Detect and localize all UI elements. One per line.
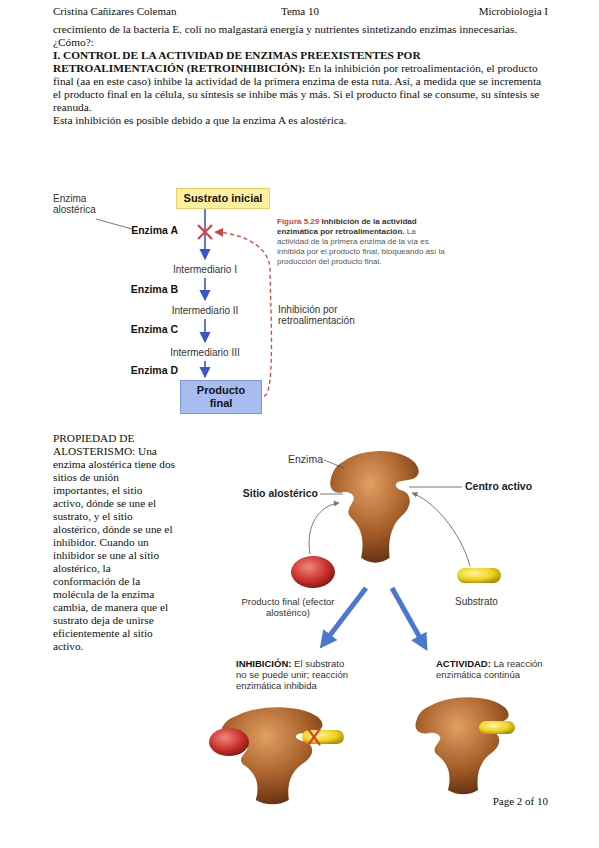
intermediate-label: Intermediario II xyxy=(145,305,265,317)
inhibition-cross xyxy=(198,225,212,239)
figure-caption: Figura 5.29 Inhibición de la actividad e… xyxy=(277,217,447,267)
substrate-molecule xyxy=(479,721,515,734)
leader-line xyxy=(409,487,462,488)
body-paragraph: ¿Cómo?: xyxy=(53,36,550,49)
property-heading: PROPIEDAD DE ALOSTERISMO: xyxy=(53,432,135,457)
enzyme-label: Enzima D xyxy=(118,364,178,376)
body-paragraph: crecimiento de la bacteria E. coli no ma… xyxy=(53,23,550,36)
body-sentence: Una enzima alostérica tiene dos sitios d… xyxy=(53,445,175,652)
part-label: Centro activo xyxy=(465,481,532,492)
effector-molecule xyxy=(209,728,249,756)
leader-line xyxy=(324,460,344,468)
header-subject: Microbiologia I xyxy=(479,5,548,18)
state-heading: ACTIVIDAD: xyxy=(436,658,491,669)
enzyme-shape xyxy=(416,697,509,794)
header-author: Cristina Cañizares Coleman xyxy=(53,5,176,18)
pathway-arrow xyxy=(204,361,206,377)
inhibition-cross xyxy=(308,729,320,745)
page-number: Page 2 of 10 xyxy=(493,795,548,808)
substrate-molecule xyxy=(302,730,344,744)
body-paragraph: Esta inhibición es posible debido a que … xyxy=(53,114,550,127)
outcome-arrow xyxy=(392,588,424,645)
inhibition-cross xyxy=(308,729,320,745)
state-note: INHIBICIÓN: El substrato no se puede uni… xyxy=(236,658,350,691)
part-label: Enzima xyxy=(288,454,323,465)
body-paragraph: I. CONTROL DE LA ACTIVIDAD DE ENZIMAS PR… xyxy=(53,49,550,114)
side-paragraph: PROPIEDAD DE ALOSTERISMO: Una enzima alo… xyxy=(53,432,175,653)
leader-line xyxy=(96,219,132,229)
effector-molecule xyxy=(291,556,335,588)
pathway-arrow xyxy=(204,278,206,300)
intermediate-label: Intermediario I xyxy=(145,264,265,276)
body-text: crecimiento de la bacteria E. coli no ma… xyxy=(53,23,550,127)
process-box: Sustrato inicial xyxy=(176,188,271,209)
part-label: Sitio alostérico xyxy=(228,488,318,499)
box-label: Sustrato inicial xyxy=(184,192,263,205)
header-topic: Tema 10 xyxy=(250,5,350,18)
enzyme-label: Enzima A xyxy=(118,224,178,236)
enzyme-label: Enzima C xyxy=(118,323,178,335)
state-heading: INHIBICIÓN: xyxy=(236,658,291,669)
arrow-label: Inhibición por retroalimentación xyxy=(278,304,370,326)
enzyme-shape xyxy=(220,707,322,804)
part-label: Enzima alostérica xyxy=(53,193,109,215)
pointer-arrow xyxy=(412,493,470,566)
pointer-arrow xyxy=(309,503,339,554)
leader-line xyxy=(320,494,343,495)
intermediate-label: Intermediario III xyxy=(145,347,265,359)
figure-number: Figura 5.29 xyxy=(277,217,319,226)
box-label: Producto final xyxy=(193,384,249,410)
part-label: Producto final (efector alostérico) xyxy=(240,596,336,618)
pathway-arrow xyxy=(204,319,206,342)
inhibition-cross xyxy=(198,225,212,239)
enzyme-label: Enzima B xyxy=(118,283,178,295)
substrate-molecule xyxy=(457,568,501,583)
state-note: ACTIVIDAD: La reacción enzimática contin… xyxy=(436,658,546,680)
part-label: Substrato xyxy=(455,596,498,607)
process-box: Producto final xyxy=(180,380,262,414)
